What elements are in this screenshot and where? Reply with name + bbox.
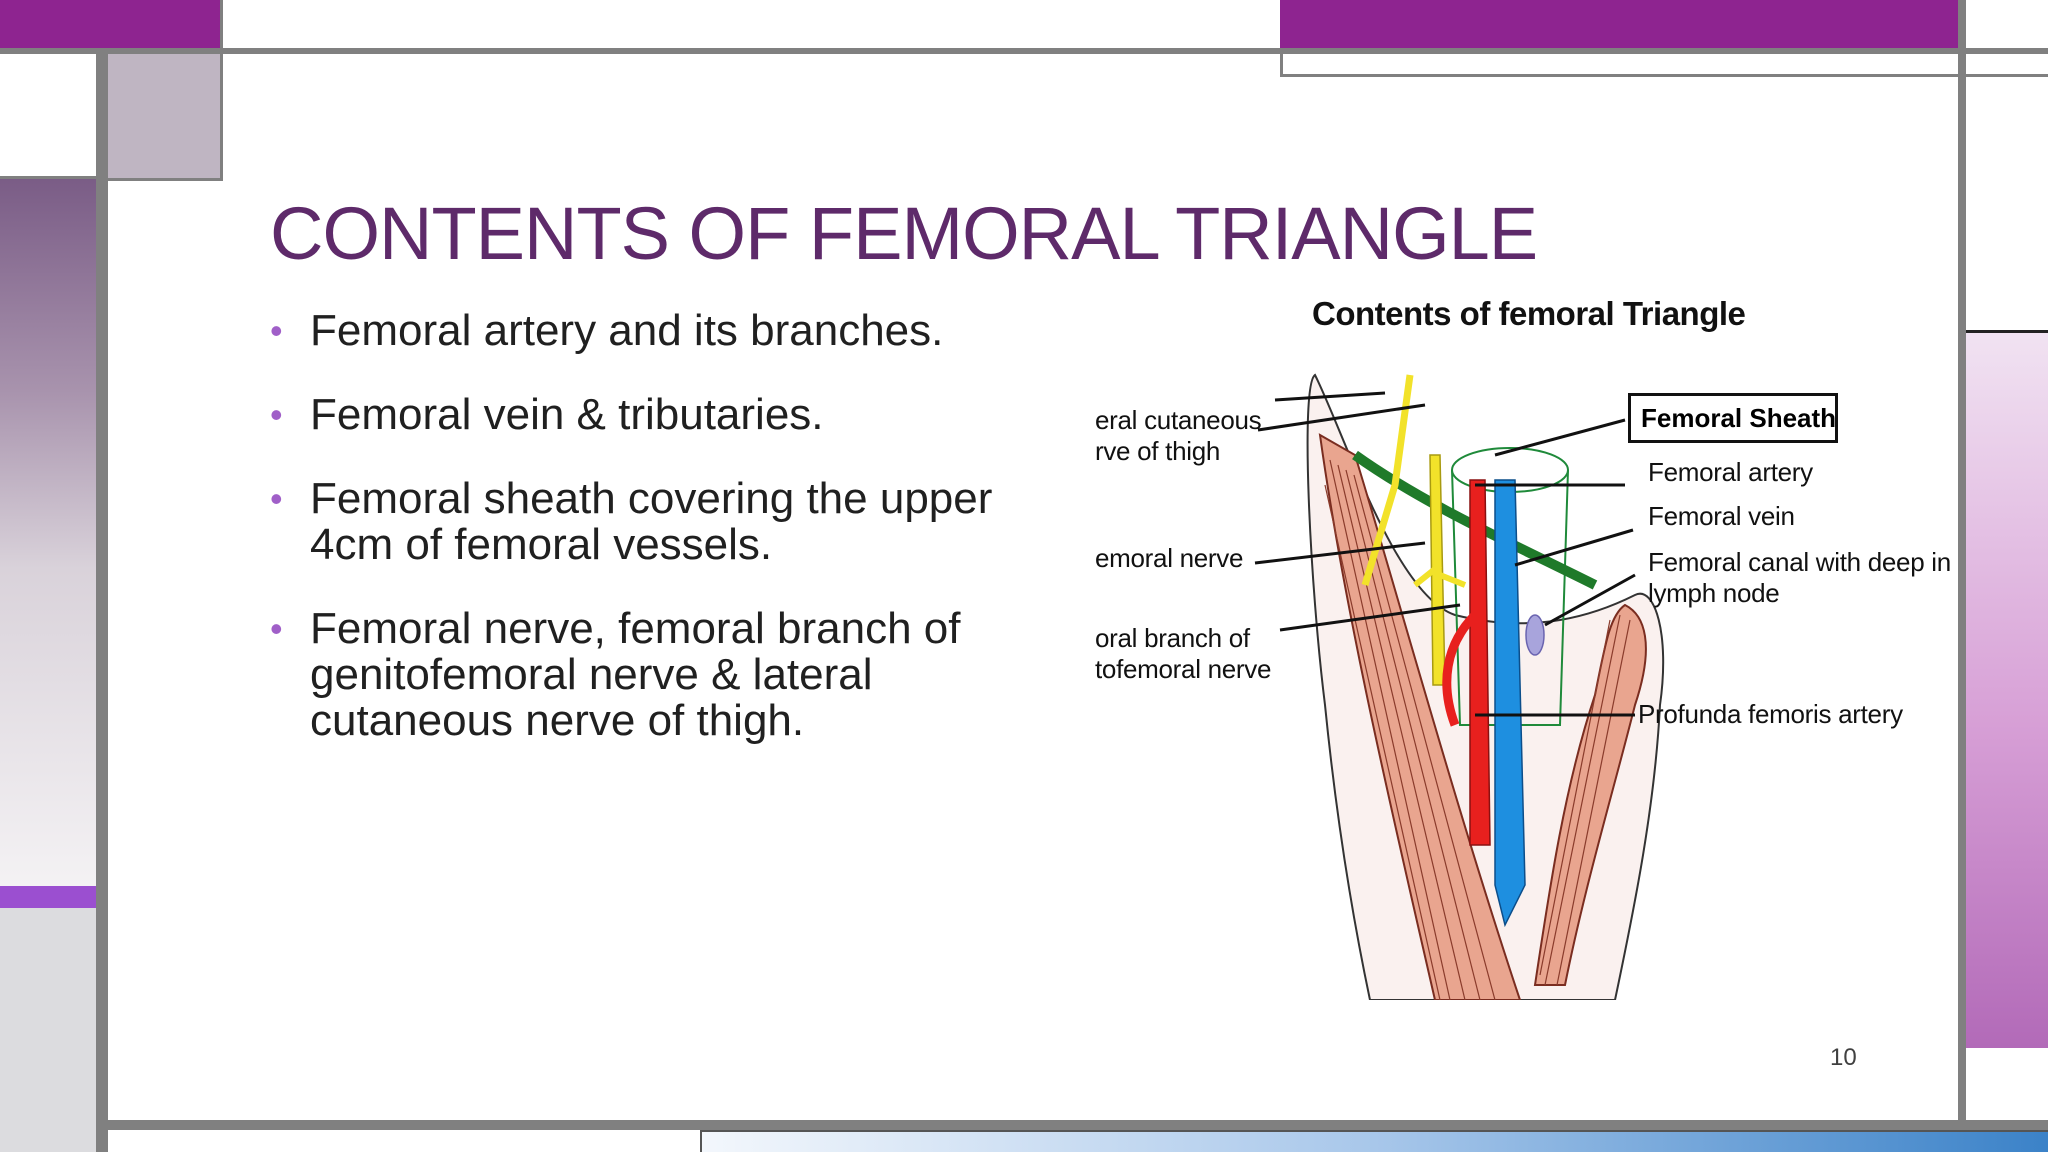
lateral-cutaneous-nerve (1361, 374, 1414, 587)
top-left-block-divider (220, 0, 223, 54)
label-femoral-artery: Femoral artery (1648, 457, 1813, 487)
bullet-dot: • (270, 310, 283, 351)
femoral-vein (1494, 479, 1526, 928)
label-lateral-cutaneous: eral cutaneous rve of thigh (1095, 405, 1262, 467)
top-left-accent-bar (0, 0, 220, 50)
label-femoral-nerve: emoral nerve (1095, 543, 1244, 573)
label-line: rve of thigh (1095, 436, 1221, 466)
bullet-item: • Femoral sheath covering the upper 4cm … (270, 476, 1070, 568)
label-line: oral branch of (1095, 623, 1250, 653)
bullet-item: • Femoral vein & tributaries. (270, 392, 1070, 438)
page-number: 10 (1830, 1044, 1857, 1071)
adductor-fibers (1539, 614, 1631, 986)
femoral-triangle-figure: Contents of femoral Triangle eral cutane… (1095, 285, 1951, 1000)
right-column-top-line (1966, 330, 2048, 333)
left-column-top-line (0, 176, 108, 179)
femoral-artery (1469, 479, 1491, 846)
bottom-gradient-bar (700, 1130, 2048, 1152)
bullet-dot: • (270, 608, 283, 649)
bullet-list: • Femoral artery and its branches. • Fem… (270, 308, 1070, 782)
label-line: Femoral canal with deep in (1648, 547, 1951, 577)
bullet-item: • Femoral artery and its branches. (270, 308, 1070, 354)
bullet-text: Femoral sheath covering the upper (310, 474, 993, 523)
right-top-short-line (1966, 48, 2048, 53)
bullet-text: Femoral artery and its branches. (310, 306, 944, 355)
label-line: tofemoral nerve (1095, 654, 1272, 684)
left-gradient-column (0, 178, 96, 888)
bullet-text: Femoral nerve, femoral branch of (310, 604, 961, 653)
lymph-node (1525, 614, 1545, 656)
label-femoral-vein: Femoral vein (1648, 501, 1795, 531)
top-right-frame-tick (1280, 50, 1283, 76)
bullet-text: cutaneous nerve of thigh. (310, 696, 805, 745)
label-profunda-femoris: Profunda femoris artery (1638, 699, 1903, 729)
top-frame-line (0, 48, 2048, 54)
bullet-item: • Femoral nerve, femoral branch of genit… (270, 606, 1070, 744)
figure-title: Contents of femoral Triangle (1312, 295, 1746, 332)
label-femoral-branch: oral branch of tofemoral nerve (1095, 623, 1271, 685)
left-frame-line (96, 54, 108, 1152)
bullet-dot: • (270, 478, 283, 519)
bullet-text: Femoral vein & tributaries. (310, 390, 824, 439)
profunda-femoris-artery (1442, 611, 1479, 727)
top-right-frame-line (1280, 74, 2048, 77)
top-left-gray-block (108, 54, 223, 181)
right-gradient-column (1966, 330, 2048, 1048)
bottom-frame-line (108, 1120, 2048, 1130)
right-frame-line (1958, 0, 1966, 1130)
label-femoral-canal: Femoral canal with deep in lymph node (1648, 547, 1951, 609)
pointer-arrows (1254, 391, 1636, 717)
sartorius-fibers (1324, 459, 1496, 1000)
top-right-accent-bar (1280, 0, 1960, 50)
femoral-nerve-branch (1413, 562, 1467, 588)
bullet-text: genitofemoral nerve & lateral (310, 650, 873, 699)
slide-title: CONTENTS OF FEMORAL TRIANGLE (270, 192, 1538, 275)
left-bottom-block (0, 908, 96, 1152)
label-femoral-sheath: Femoral Sheath (1628, 393, 1838, 443)
bullet-dot: • (270, 394, 283, 435)
left-accent-bar (0, 886, 100, 908)
label-line: eral cutaneous (1095, 405, 1262, 435)
bullet-text: 4cm of femoral vessels. (310, 520, 773, 569)
label-line: lymph node (1648, 578, 1780, 608)
femoral-triangle-illustration (1254, 373, 1665, 1000)
